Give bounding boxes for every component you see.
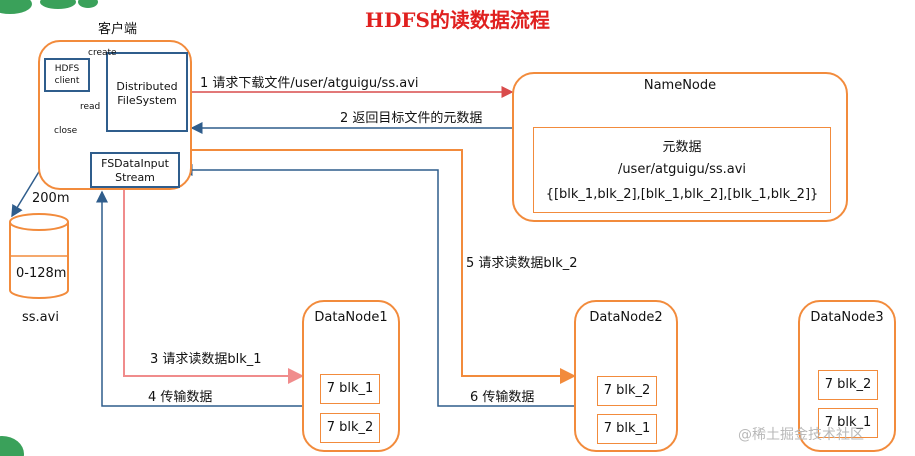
datanode3-title: DataNode3	[810, 310, 884, 325]
hdfs-client-box: HDFS client	[44, 58, 90, 92]
arrow-step6	[180, 164, 574, 407]
datanode2-title: DataNode2	[589, 310, 663, 325]
size-label: 200m	[32, 191, 70, 206]
step5-label: 5 请求读数据blk_2	[466, 256, 578, 271]
datanode2-block-2: 7 blk_1	[597, 414, 657, 444]
edge-label-create: create	[88, 48, 117, 58]
step2-label: 2 返回目标文件的元数据	[340, 111, 483, 126]
datanode1-block-1: 7 blk_1	[320, 374, 380, 404]
datanode3-block-2: 7 blk_1	[818, 408, 878, 438]
edge-label-close: close	[54, 126, 78, 136]
datanode1-title: DataNode1	[314, 310, 388, 325]
distributed-filesystem-box: Distributed FileSystem	[106, 52, 188, 132]
disk-cylinder	[9, 213, 69, 299]
block-range-label: 0-128m	[16, 266, 67, 281]
step3-label: 3 请求读数据blk_1	[150, 352, 262, 367]
watermark: @稀土掘金技术社区	[738, 427, 864, 443]
arrow-step5	[190, 149, 576, 384]
arrow-to-disk	[11, 169, 41, 218]
datanode3-block-1: 7 blk_2	[818, 370, 878, 400]
file-name-label: ss.avi	[22, 310, 59, 325]
datanode2-block-1: 7 blk_2	[597, 376, 657, 406]
decor-blob-right	[78, 0, 98, 8]
decor-blob-mid	[40, 0, 76, 9]
datanode1-block-2: 7 blk_2	[320, 413, 380, 443]
fsdatainputstream-box: FSDataInput Stream	[90, 152, 180, 188]
metadata-blocks: {[blk_1,blk_2],[blk_1,blk_2],[blk_1,blk_…	[545, 187, 819, 202]
decor-blob-left	[0, 0, 32, 14]
edge-label-read: read	[80, 102, 101, 112]
page-title: HDFS的读数据流程	[365, 8, 550, 32]
step1-label: 1 请求下载文件/user/atguigu/ss.avi	[200, 76, 419, 91]
arrow-step3	[123, 190, 304, 384]
arrow-step4	[96, 190, 302, 407]
metadata-title: 元数据	[662, 140, 702, 155]
step6-label: 6 传输数据	[470, 390, 535, 405]
namenode-metadata-box	[533, 127, 831, 213]
decor-blob-bottom	[0, 436, 24, 456]
namenode-title: NameNode	[643, 78, 717, 93]
metadata-path: /user/atguigu/ss.avi	[617, 162, 747, 177]
step4-label: 4 传输数据	[148, 390, 213, 405]
client-label: 客户端	[98, 22, 138, 37]
